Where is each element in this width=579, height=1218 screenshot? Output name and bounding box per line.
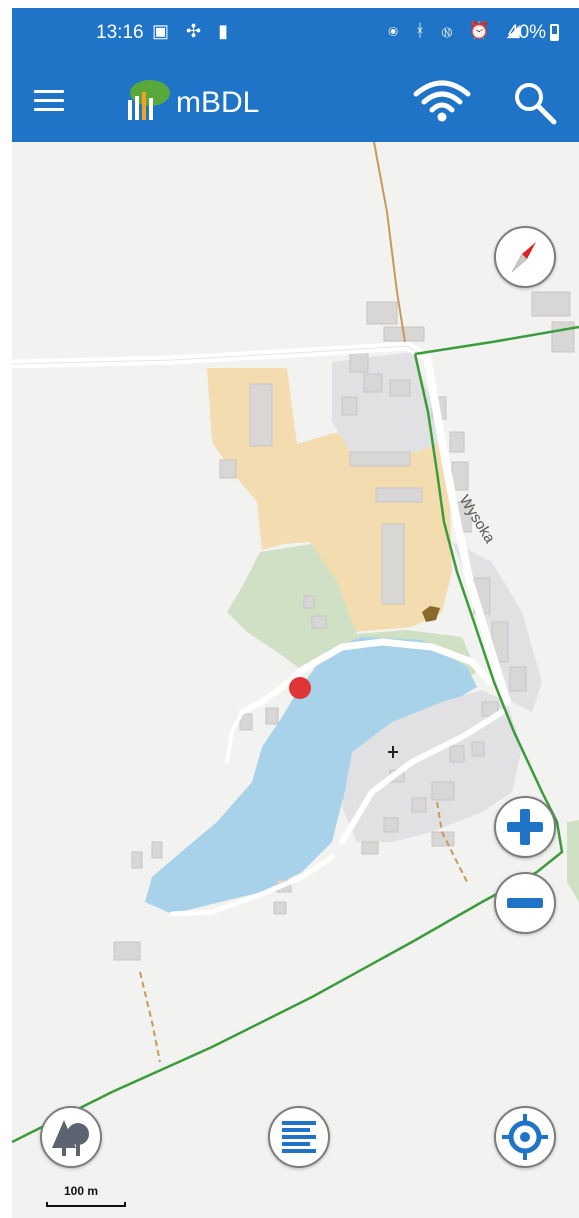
roads — [12, 341, 511, 917]
map-scale: 100 m — [46, 1184, 126, 1208]
battery-icon — [550, 24, 559, 41]
compass-button[interactable] — [494, 226, 556, 288]
forest-layers-icon — [52, 1120, 89, 1156]
scale-bar — [46, 1202, 126, 1207]
battery-percent: 40% — [508, 22, 547, 43]
track-north — [373, 141, 406, 343]
status-time: 13:16 — [96, 22, 144, 43]
pond — [145, 637, 477, 914]
church-icon — [388, 746, 398, 758]
wifi-icon[interactable] — [412, 78, 472, 124]
zoom-out-button[interactable] — [494, 872, 556, 934]
compass-icon — [511, 242, 536, 273]
mbdl-logo-icon — [128, 80, 170, 120]
app-bar: mBDL — [12, 60, 579, 142]
search-icon[interactable] — [512, 80, 558, 126]
map-canvas: Wysoka — [12, 141, 579, 1218]
system-icons: ⦿ ᚼ Ⓝ ⏰ ◢ — [388, 21, 526, 40]
locate-button[interactable] — [494, 1106, 556, 1168]
app-title: mBDL — [176, 86, 260, 119]
menu-icon[interactable] — [34, 90, 64, 112]
list-button[interactable] — [268, 1106, 330, 1168]
app-screen: 13:16 ▣ ✣ ▮ ⦿ ᚼ Ⓝ ⏰ ◢ 40% mBDL — [12, 8, 579, 1218]
track-south — [139, 971, 161, 1063]
village-area-north — [332, 352, 442, 454]
boundary-north — [414, 325, 579, 356]
scale-label: 100 m — [64, 1184, 99, 1198]
notification-icons: ▣ ✣ ▮ — [152, 21, 234, 41]
locate-icon — [502, 1114, 548, 1160]
zoom-in-icon — [507, 809, 543, 845]
boundary-line — [12, 353, 564, 1144]
zoom-in-button[interactable] — [494, 796, 556, 858]
poi-icon — [422, 606, 440, 622]
forest-layers-button[interactable] — [40, 1106, 102, 1168]
zoom-out-icon — [507, 898, 543, 908]
forest-edge — [567, 820, 579, 902]
status-bar: 13:16 ▣ ✣ ▮ ⦿ ᚼ Ⓝ ⏰ ◢ 40% — [12, 8, 579, 60]
track-east — [436, 801, 468, 883]
list-icon — [282, 1121, 316, 1153]
map-view[interactable]: Wysoka — [12, 141, 579, 1218]
location-marker[interactable] — [289, 677, 311, 699]
